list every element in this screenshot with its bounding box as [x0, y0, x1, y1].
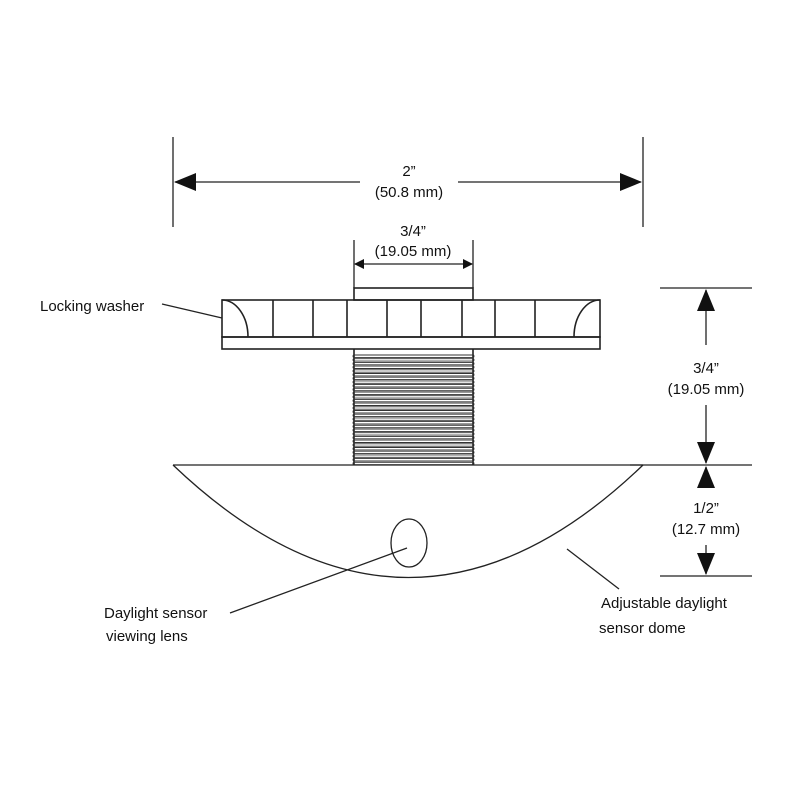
stem-width-imperial: 3/4”	[400, 223, 426, 240]
thread-ridge	[352, 365, 475, 369]
thread-ridge	[352, 447, 475, 451]
thread-ridge	[352, 361, 475, 366]
thread-ridge	[352, 417, 475, 421]
thread-ridge	[352, 380, 475, 384]
thread-ridge	[352, 373, 475, 377]
thread-ridge	[352, 376, 475, 381]
label-dome-line1: Adjustable daylight	[601, 595, 728, 612]
thread-ridge	[352, 461, 475, 466]
thread-ridge	[352, 406, 475, 410]
stem-height-imperial: 3/4”	[693, 360, 719, 377]
label-dome-line2: sensor dome	[599, 620, 686, 637]
stem-width-dimension: 3/4” (19.05 mm)	[353, 223, 474, 288]
overall-width-dimension: 2” (50.8 mm)	[172, 137, 644, 227]
sensor-dome	[172, 464, 644, 578]
label-locking-washer: Locking washer	[40, 298, 144, 315]
callout-dome: Adjustable daylight sensor dome	[566, 548, 728, 637]
thread-ridge	[352, 402, 475, 406]
dome-height-metric: (12.7 mm)	[672, 521, 740, 538]
thread-ridge	[352, 413, 475, 418]
locking-washer	[221, 287, 601, 350]
threaded-stem	[352, 349, 475, 466]
thread-ridge	[352, 450, 475, 455]
thread-ridge	[352, 369, 475, 373]
thread-ridge	[352, 428, 475, 432]
viewing-lens	[390, 518, 428, 568]
thread-ridge	[352, 421, 475, 425]
thread-ridge	[352, 439, 475, 443]
label-lens-line1: Daylight sensor	[104, 605, 207, 622]
overall-width-imperial: 2”	[402, 163, 415, 180]
callout-viewing-lens: Daylight sensor viewing lens	[104, 547, 408, 645]
thread-ridge	[352, 410, 475, 414]
stem-width-metric: (19.05 mm)	[375, 243, 452, 260]
thread-ridge	[352, 387, 475, 392]
thread-ridge	[352, 354, 475, 358]
thread-ridge	[352, 424, 475, 429]
thread-ridge	[352, 391, 475, 395]
overall-width-metric: (50.8 mm)	[375, 184, 443, 201]
callout-locking-washer: Locking washer	[40, 298, 223, 319]
dome-height-imperial: 1/2”	[693, 500, 719, 517]
thread-ridge	[352, 454, 475, 458]
thread-ridge	[352, 358, 475, 362]
thread-ridge	[352, 395, 475, 399]
height-dimensions: 3/4” (19.05 mm) 1/2” (12.7 mm)	[630, 287, 752, 577]
thread-ridge	[352, 432, 475, 436]
stem-height-metric: (19.05 mm)	[668, 381, 745, 398]
thread-ridge	[352, 384, 475, 388]
thread-ridge	[352, 435, 475, 440]
thread-ridge	[352, 458, 475, 462]
label-lens-line2: viewing lens	[106, 628, 188, 645]
thread-ridge	[352, 398, 475, 403]
thread-ridge	[352, 443, 475, 447]
